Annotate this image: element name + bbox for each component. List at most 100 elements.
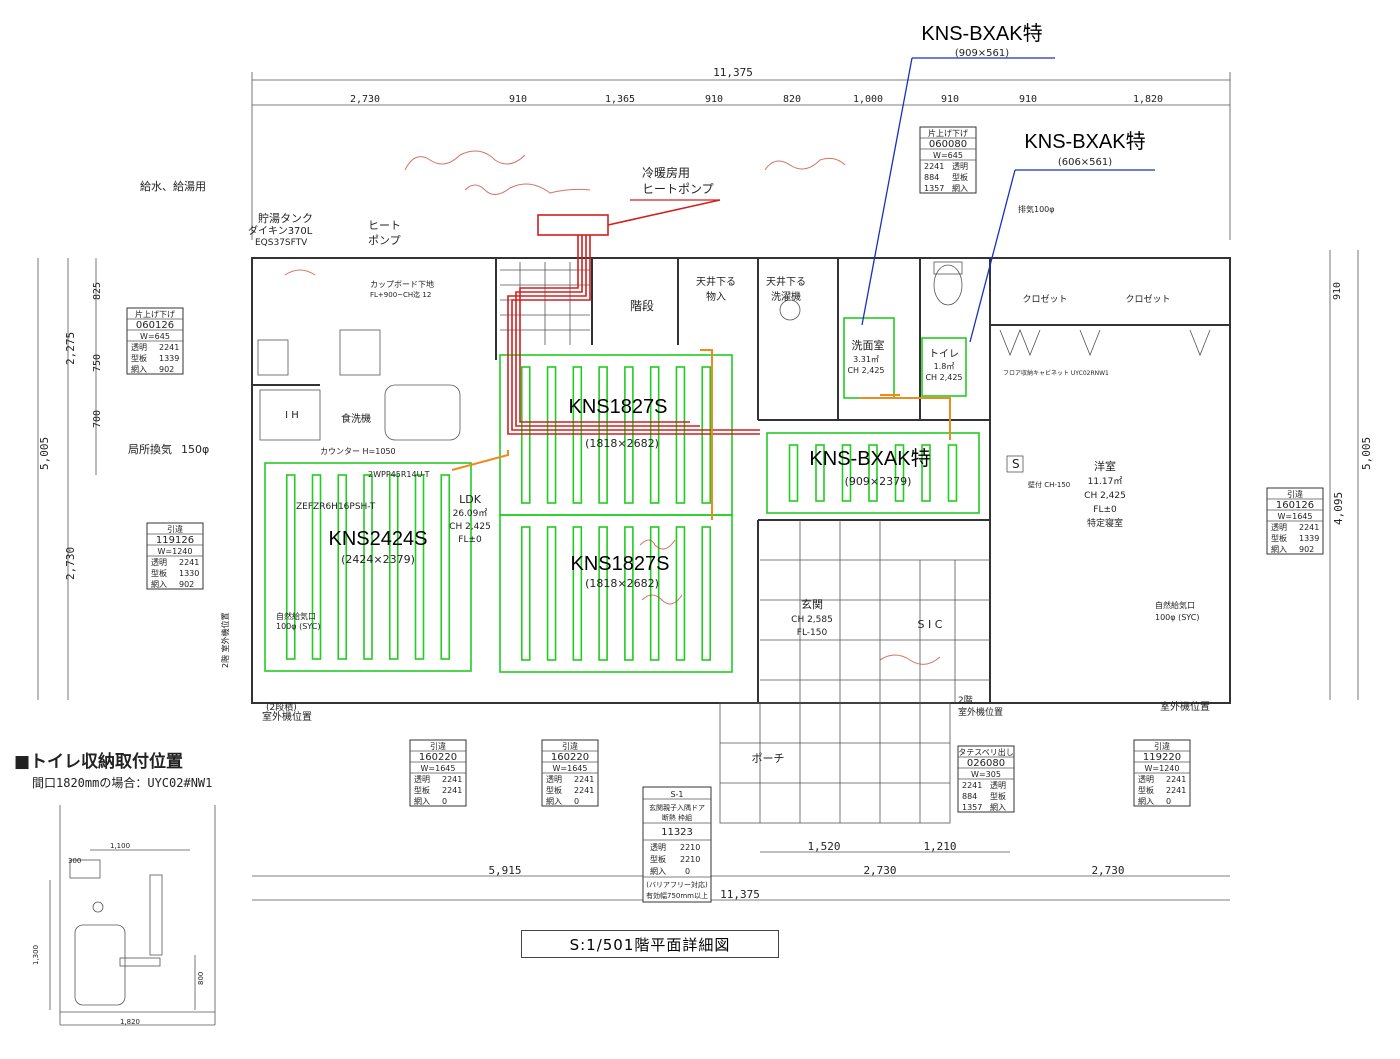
callout-1-name: KNS-BXAK特: [921, 22, 1042, 45]
panel-loop: [520, 366, 531, 504]
window-cell: 2241: [1166, 775, 1186, 784]
panel-loop: [572, 526, 583, 661]
panel-loop: [649, 526, 660, 661]
window-w: W=1645: [421, 764, 456, 773]
window-w: W=1645: [553, 764, 588, 773]
window-cell: 1339: [1299, 534, 1319, 543]
panel-loop: [675, 526, 686, 661]
window-cell: 透明: [1271, 523, 1287, 532]
window-cell: 2241: [442, 786, 462, 795]
ih-label: I H: [285, 410, 299, 421]
dim-right-910: 910: [1332, 282, 1343, 300]
window-cell: 型板: [990, 791, 1006, 801]
panel-loop: [624, 366, 634, 504]
western-fl: FL±0: [1093, 505, 1117, 515]
panel-kns-bxak-toilet: [921, 337, 967, 397]
window-cell: 型板: [131, 353, 147, 363]
window-code: 060080: [929, 139, 967, 150]
dim-bottom-2730a: 2,730: [863, 864, 896, 877]
exhaust-label: 排気100φ: [1018, 204, 1055, 214]
outdoor-unit-side: 2階 室外機位置: [220, 612, 230, 668]
window-cell: 型板: [546, 785, 562, 795]
door-line1: 玄関親子入隅ドア: [649, 803, 705, 812]
door-head: S-1: [670, 790, 683, 799]
panel-loop: [311, 474, 322, 660]
window-cell: 網入: [151, 579, 167, 589]
window-cell: 902: [159, 365, 174, 374]
window-type: 引違: [562, 741, 578, 751]
dim-top-seg: 1,000: [853, 94, 883, 105]
outdoor-unit-2f: (2段積): [266, 701, 297, 713]
door-code: 11323: [661, 827, 693, 838]
window-cell: 型板: [952, 172, 968, 182]
window-cell: 2241: [179, 558, 199, 567]
washroom-area: 3.31㎡: [853, 355, 879, 364]
panel-loop: [624, 526, 634, 661]
window-cell: 1330: [179, 569, 199, 578]
door-r1-v: 2210: [680, 843, 700, 852]
red-piping: [507, 199, 760, 435]
panel-loop: [841, 444, 852, 502]
window-cell: 0: [1166, 797, 1171, 806]
panel-4-size: (909×2379): [845, 475, 912, 488]
dim-top-seg: 2,730: [350, 94, 380, 105]
washroom-ch: CH 2,425: [847, 366, 884, 375]
window-type: 引違: [1154, 741, 1170, 751]
toilet-section-subtitle: 間口1820mmの場合：UYC02#NW1: [32, 776, 213, 790]
panel-loop: [701, 526, 712, 661]
dim-top-seg: 910: [509, 94, 527, 105]
second-floor-unit: 2階: [958, 695, 973, 706]
window-code: 160126: [1276, 500, 1314, 511]
door-r1-k: 透明: [650, 843, 666, 852]
panel-1-size: (1818×2682): [585, 437, 659, 450]
dim-left-2730: 2,730: [64, 547, 77, 580]
dim-bottom-total: 11,375: [720, 888, 760, 901]
western-note: 特定寝室: [1087, 517, 1123, 529]
laundry-label: 洗濯機: [771, 290, 801, 303]
panel-kns2424s: [264, 462, 472, 672]
toilet-section-drawing: 300 1,100 1,300 800 1,820: [32, 805, 216, 1026]
toilet-area: 1.8㎡: [934, 362, 955, 371]
stairs-label: 階段: [630, 298, 654, 313]
panel-loop: [921, 444, 931, 502]
window-cell: 型板: [1138, 785, 1154, 795]
water-label: 給水、給湯用: [140, 179, 206, 193]
window-cell: 透明: [1138, 775, 1154, 784]
window-cell: 透明: [952, 162, 968, 171]
western-name: 洋室: [1094, 459, 1116, 473]
entrance-name: 玄関: [801, 597, 823, 611]
dim-left-total: 5,005: [38, 437, 51, 470]
window-cell: 型板: [151, 568, 167, 578]
panel-loop: [649, 366, 660, 504]
window-w: W=1240: [158, 547, 193, 556]
panel-3-name: KNS2424S: [329, 528, 428, 550]
window-w: W=645: [140, 332, 170, 341]
heat-pump-line1: 冷暖房用: [642, 165, 690, 180]
handwritten-notes: [284, 150, 941, 665]
window-w: W=305: [971, 770, 1001, 779]
ceiling-down-2: 天井下る: [766, 275, 806, 288]
window-cell: 2241: [442, 775, 462, 784]
cupboard-label: カップボード下地: [370, 279, 434, 289]
window-code: 119126: [156, 535, 194, 546]
panel-kns1827s-b: [499, 514, 733, 673]
dim-bottom-1210: 1,210: [923, 840, 956, 853]
door-r2-v: 2210: [680, 855, 700, 864]
cupboard-fl: FL+900~CH迄 12: [370, 290, 431, 299]
toilet-dim-300: 300: [68, 857, 81, 865]
window-cell: 網入: [414, 796, 430, 806]
outdoor-unit-pos2: 室外機位置: [1160, 700, 1210, 713]
dim-top-seg: 820: [783, 94, 801, 105]
orange-piping: [451, 349, 951, 520]
window-code: 160220: [551, 752, 589, 763]
air-inlet-2-val: 100φ (SYC): [1155, 613, 1199, 622]
window-cell: 2241: [1299, 523, 1319, 532]
window-w: W=645: [933, 151, 963, 160]
ldk-ch: CH 2,425: [449, 522, 491, 532]
panel-loop: [520, 526, 531, 661]
dishwasher-label: 食洗機: [341, 412, 371, 425]
dim-top-total: 11,375: [713, 66, 753, 79]
closet-1: クロゼット: [1022, 293, 1067, 305]
window-code: 119220: [1143, 752, 1181, 763]
